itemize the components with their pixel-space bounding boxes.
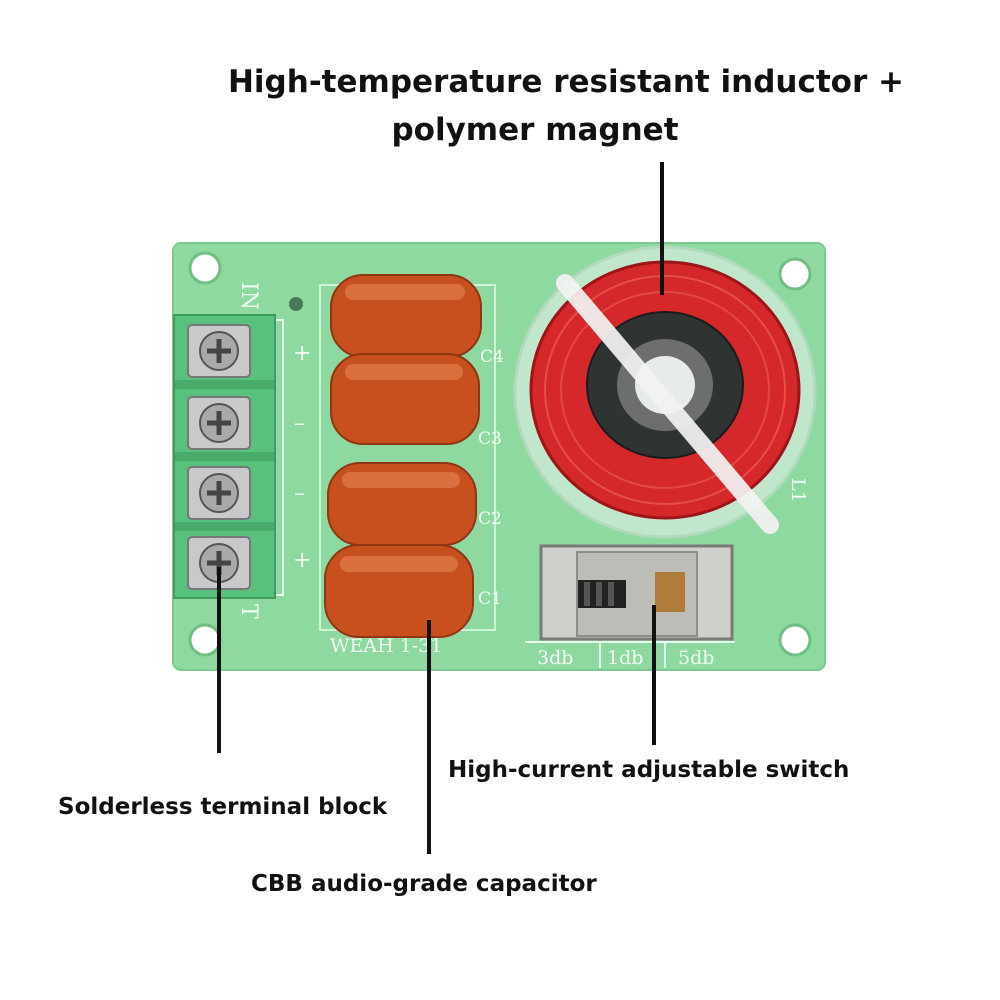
inductor-callout-line1: High-temperature resistant inductor + (227, 64, 905, 100)
mounting-hole (188, 251, 222, 285)
capacitor-c3 (330, 353, 480, 445)
silk-out-label: T (236, 604, 261, 619)
silk-5db: 5db (678, 647, 714, 669)
terminal-callout: Solderless terminal block (58, 794, 388, 820)
silk-1db: 1db (607, 647, 643, 669)
terminal-screw (187, 466, 251, 520)
capacitor-c4 (330, 274, 482, 358)
silk-in-label: IN (236, 282, 261, 310)
adjustable-switch (539, 544, 734, 641)
silk-model: WEAH 1-31 (330, 635, 442, 657)
silk-minus-2: – (294, 481, 305, 506)
capacitor-c2 (327, 462, 477, 546)
inductor-callout: High-temperature resistant inductor + po… (0, 58, 1000, 154)
mounting-hole (778, 623, 812, 657)
silk-c4: C4 (480, 347, 504, 367)
silk-l1: L1 (787, 478, 809, 503)
silk-c3: C3 (478, 429, 502, 449)
capacitor-callout: CBB audio-grade capacitor (251, 871, 597, 897)
inductor-callout-line2: polymer magnet (391, 112, 679, 148)
switch-leader-line (652, 605, 656, 745)
mounting-hole (778, 257, 812, 291)
silk-plus-bottom: + (293, 548, 311, 573)
terminal-screw (187, 536, 251, 590)
silk-c2: C2 (478, 509, 502, 529)
terminal-screw (187, 396, 251, 450)
silk-minus-1: – (294, 411, 305, 436)
silk-plus-top: + (293, 341, 311, 366)
silk-3db: 3db (537, 647, 573, 669)
inductor-leader-line (660, 162, 664, 295)
switch-callout: High-current adjustable switch (448, 757, 850, 783)
capacitor-c1 (324, 544, 474, 638)
silk-c1: C1 (478, 589, 502, 609)
capacitor-leader-line (427, 620, 431, 854)
terminal-screw (187, 324, 251, 378)
terminal-block (173, 314, 276, 599)
inductor-coil (513, 245, 817, 539)
mounting-hole (188, 623, 222, 657)
terminal-leader-line (217, 567, 221, 753)
